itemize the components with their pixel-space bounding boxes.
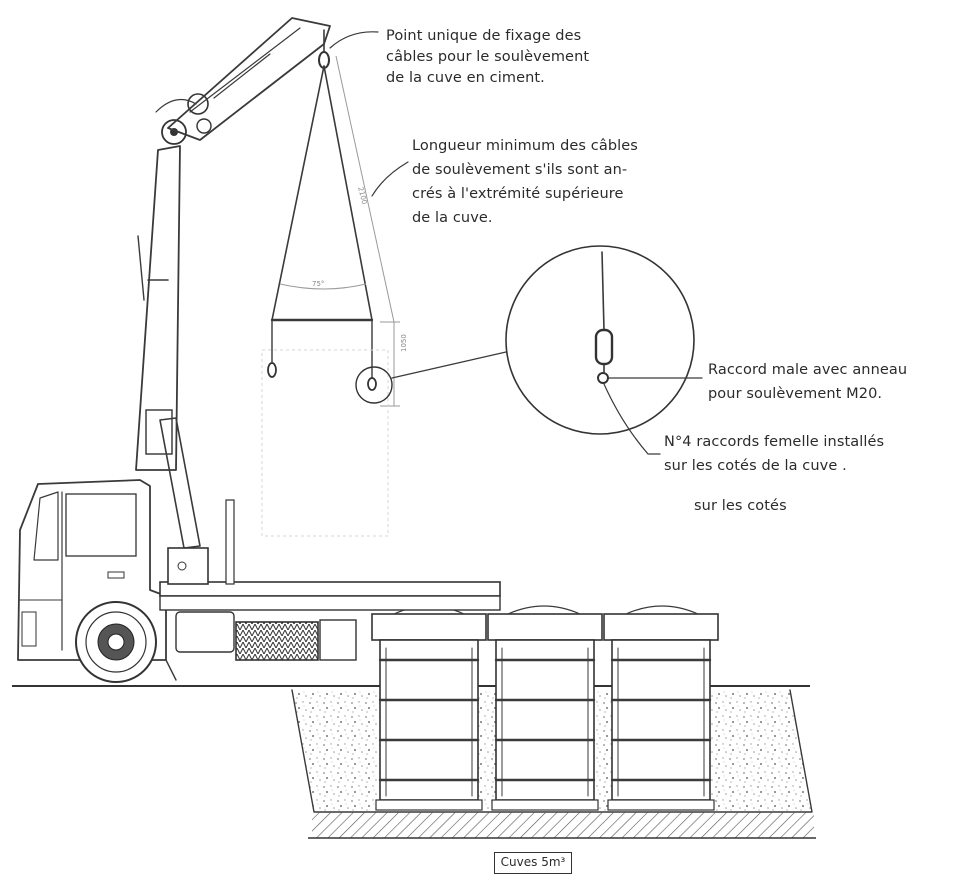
cable-length-line-4: de la cuve. — [412, 210, 493, 226]
lifting-cables — [261, 55, 507, 537]
tank-1 — [371, 605, 487, 811]
tank-3 — [603, 605, 719, 811]
female-fittings-line-1: N°4 raccords femelle installés — [664, 434, 885, 450]
cable-length-line-1: Longueur minimum des câbles — [412, 138, 638, 154]
cable-length-note: Longueur minimum des câbles de soulèveme… — [412, 134, 638, 230]
lifting-point-line-3: de la cuve en ciment. — [386, 70, 545, 86]
concrete-base — [312, 812, 814, 838]
cable-length-leader — [371, 161, 409, 197]
tank-2 — [487, 605, 603, 811]
female-fittings-note: N°4 raccords femelle installés sur les c… — [664, 430, 884, 478]
male-fitting-note: Raccord male avec anneau pour soulèvemen… — [708, 358, 907, 406]
hook-drop-dimension: 1050 — [400, 334, 408, 352]
caption-box: Cuves 5m³ — [494, 852, 572, 874]
truck — [17, 17, 501, 683]
sides-note: sur les cotés — [694, 498, 787, 514]
male-fitting-line-2: pour soulèvement M20. — [708, 386, 883, 402]
male-fitting-line-1: Raccord male avec anneau — [708, 362, 908, 378]
lifting-point-line-2: câbles pour le soulèvement — [386, 49, 590, 65]
cable-length-line-2: de soulèvement s'ils sont an- — [412, 162, 628, 178]
cable-length-line-3: crés à l'extrémité supérieure — [412, 186, 624, 202]
lifting-point-line-1: Point unique de fixage des — [386, 28, 582, 44]
lifting-point-note: Point unique de fixage des câbles pour l… — [386, 26, 589, 89]
fitting-detail — [505, 245, 703, 455]
lifting-point-leader — [329, 31, 379, 49]
angle-label: 75° — [312, 280, 325, 288]
female-fittings-line-2: sur les cotés de la cuve . — [664, 458, 847, 474]
caption-label: Cuves 5m³ — [500, 855, 566, 869]
tank-group — [371, 605, 719, 811]
